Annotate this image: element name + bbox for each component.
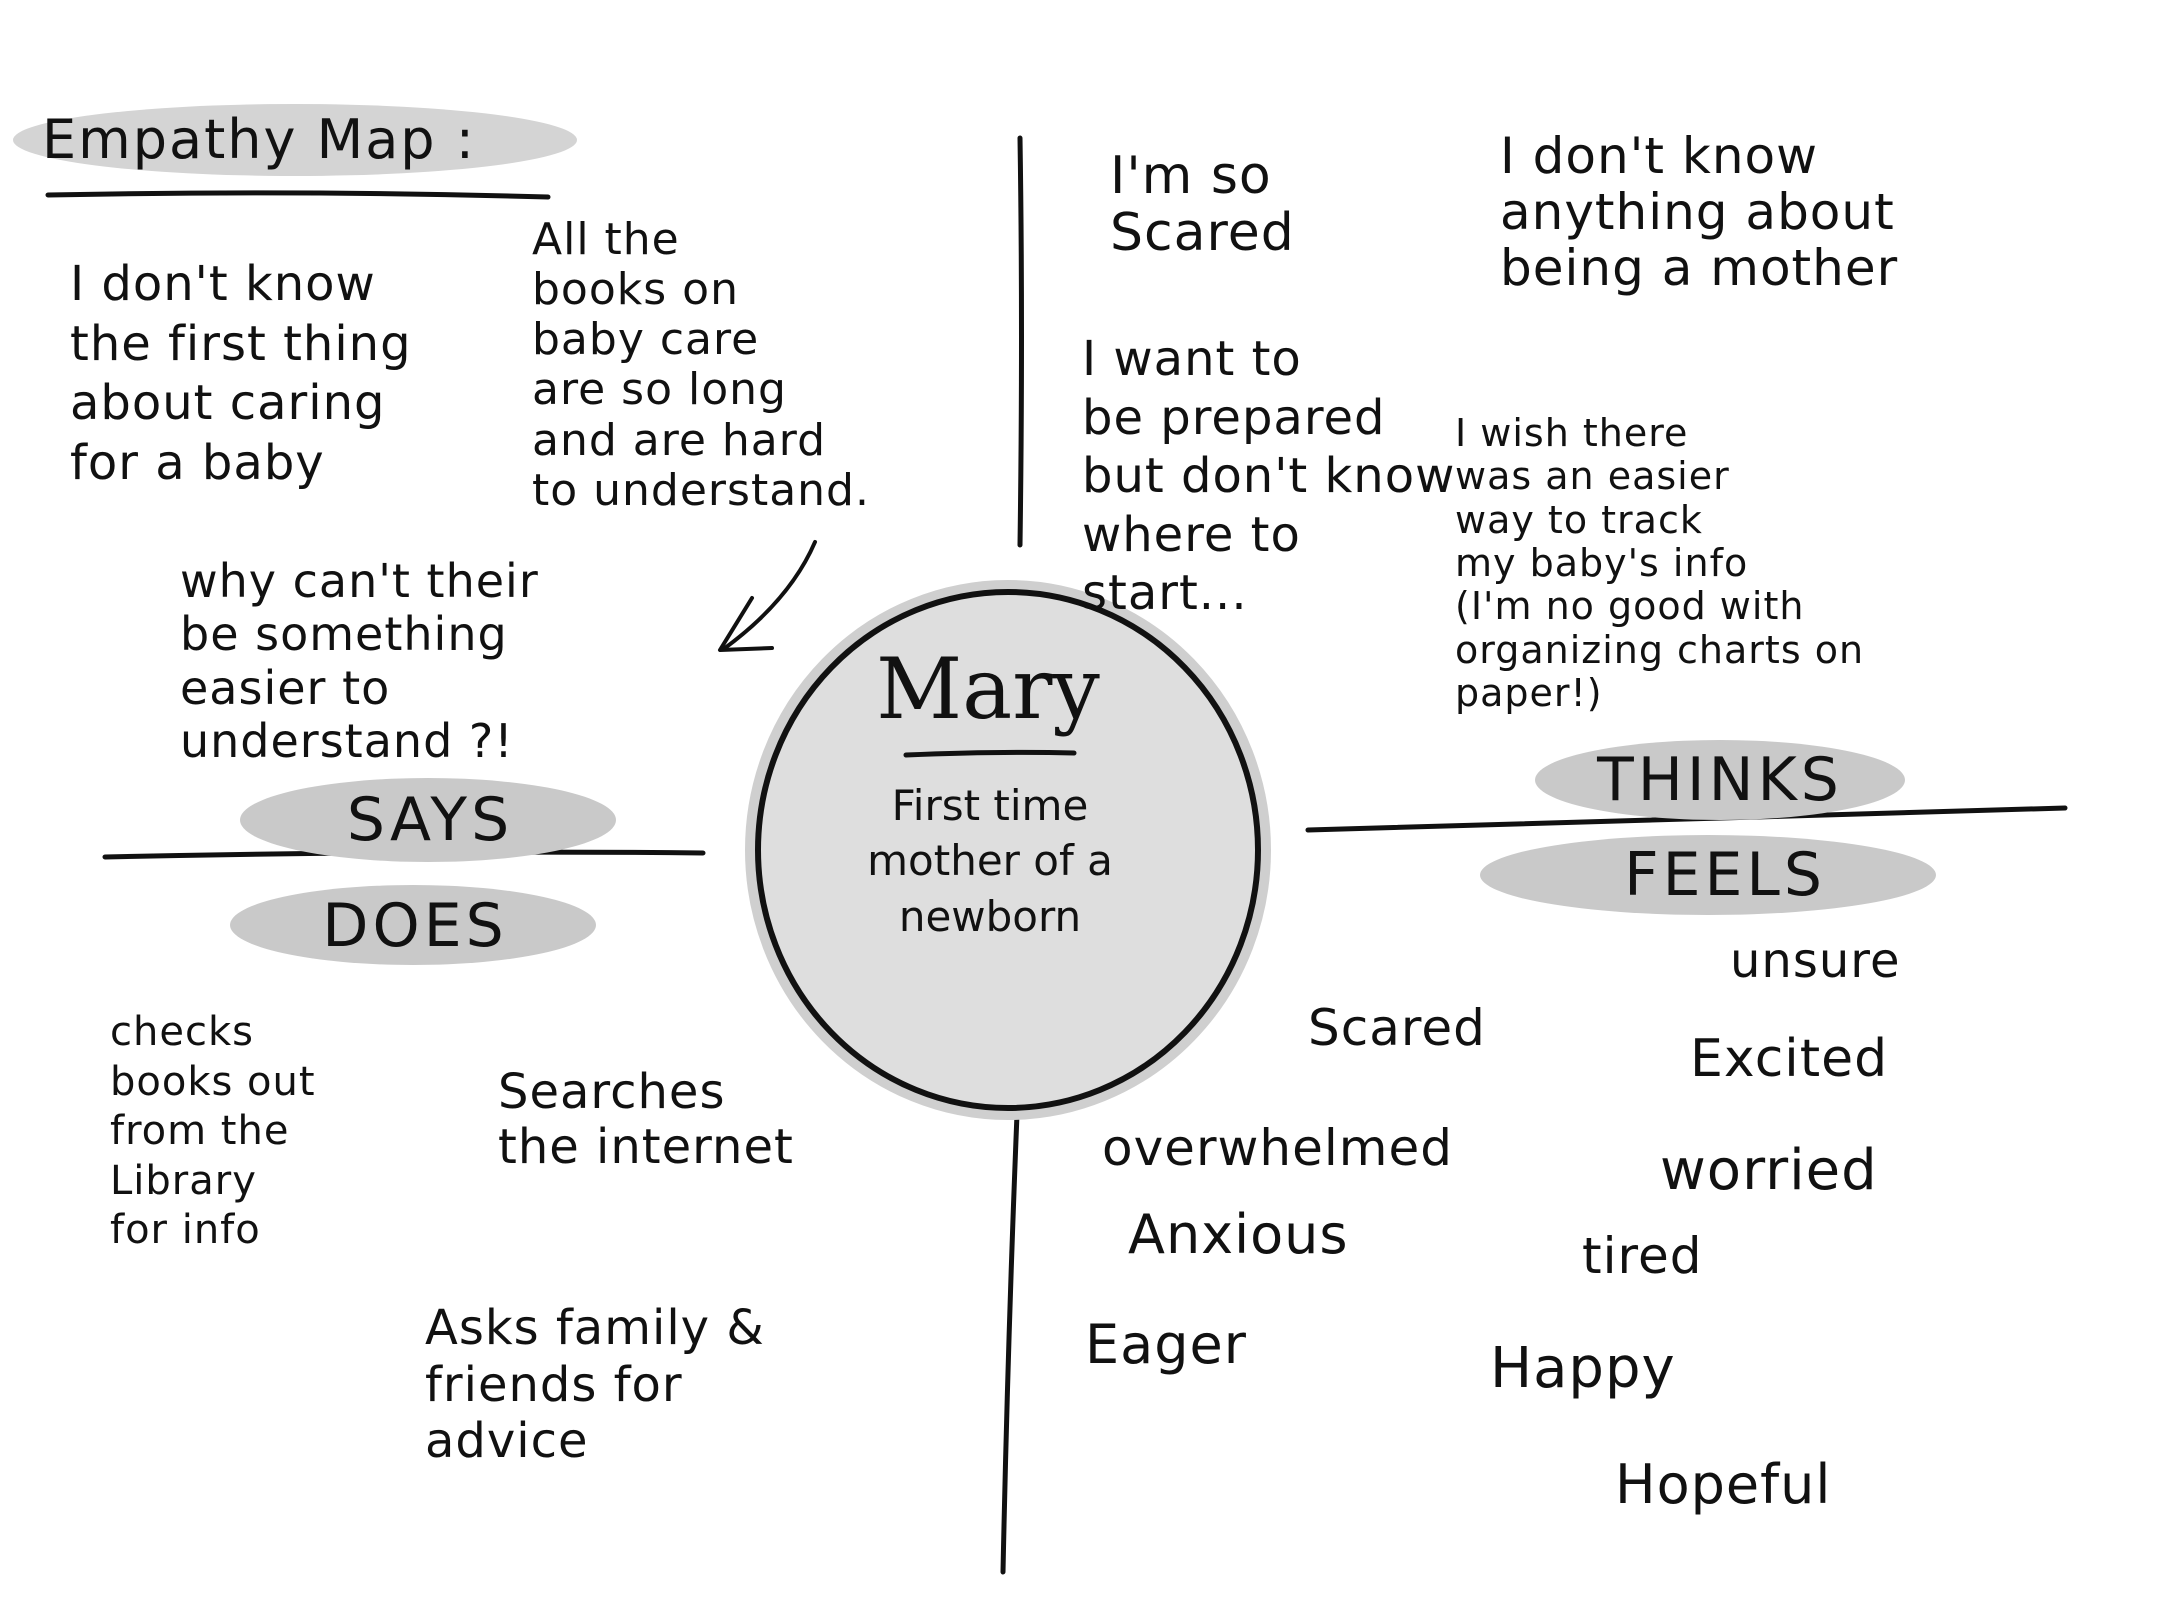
- arrow-head: [718, 596, 774, 652]
- feels-word: Scared: [1308, 999, 1486, 1057]
- feels-word: Hopeful: [1615, 1453, 1832, 1516]
- does-note: Searches the internet: [498, 1064, 794, 1176]
- feels-word: tired: [1582, 1227, 1703, 1285]
- feels-pill: [1480, 835, 1936, 915]
- feels-word: overwhelmed: [1102, 1119, 1453, 1177]
- title-highlight: [13, 104, 577, 176]
- persona-circle-shadow: [745, 580, 1271, 1120]
- thinks-note: I want to be prepared but don't know whe…: [1082, 331, 1456, 622]
- does-label: DOES: [322, 891, 508, 961]
- feels-word: unsure: [1730, 933, 1901, 989]
- thinks-pill: [1535, 740, 1905, 820]
- divider-top-vertical: [1017, 135, 1024, 548]
- does-pill: [230, 885, 596, 965]
- says-note: why can't their be something easier to u…: [180, 554, 539, 769]
- arrow-shaft: [723, 540, 817, 650]
- feels-word: worried: [1660, 1138, 1878, 1203]
- persona-description: First time mother of a newborn: [867, 781, 1113, 941]
- feels-label: FEELS: [1624, 840, 1826, 910]
- thinks-label: THINKS: [1597, 745, 1843, 815]
- persona-name-underline: [903, 749, 1077, 758]
- says-pill: [240, 778, 616, 862]
- thinks-note: I wish there was an easier way to track …: [1455, 411, 1865, 715]
- does-note: checks books out from the Library for in…: [110, 1009, 316, 1254]
- does-note: Asks family & friends for advice: [425, 1300, 765, 1470]
- page-title: Empathy Map :: [42, 108, 476, 171]
- feels-word: Eager: [1085, 1313, 1247, 1376]
- persona-name: Mary: [876, 640, 1100, 738]
- divider-bottom-vertical: [1000, 1087, 1021, 1575]
- thinks-note: I don't know anything about being a moth…: [1500, 127, 1899, 297]
- thinks-note: I'm so Scared: [1110, 146, 1295, 264]
- says-label: SAYS: [346, 785, 514, 855]
- says-note: I don't know the first thing about carin…: [70, 256, 412, 491]
- feels-word: Anxious: [1128, 1203, 1349, 1266]
- persona-circle: [755, 589, 1261, 1111]
- feels-word: Excited: [1690, 1029, 1889, 1089]
- feels-word: Happy: [1490, 1336, 1676, 1401]
- says-note: All the books on baby care are so long a…: [532, 214, 870, 516]
- title-underline: [45, 190, 551, 200]
